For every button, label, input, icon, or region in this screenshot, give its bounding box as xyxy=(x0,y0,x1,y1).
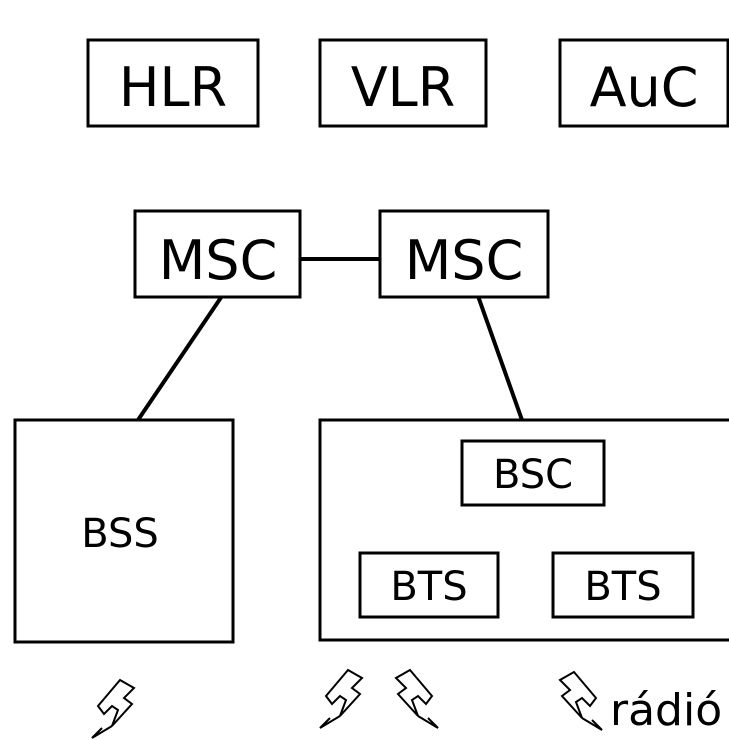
bss-node: BSS xyxy=(13,418,235,644)
msc-bss-link xyxy=(136,294,224,422)
msc-right-label: MSC xyxy=(405,229,524,292)
bts-left-node: BTS xyxy=(358,551,500,619)
msc-left-node: MSC xyxy=(133,209,302,299)
msc-bss-group-link xyxy=(476,295,524,421)
bts-right-node: BTS xyxy=(551,551,695,619)
radio-bolt-icon xyxy=(558,670,603,731)
radio-bolt-icon xyxy=(91,678,136,739)
msc-left-label: MSC xyxy=(159,229,278,292)
bsc-label: BSC xyxy=(493,452,573,498)
vlr-node: VLR xyxy=(318,38,488,128)
auc-node: AuC xyxy=(558,38,729,128)
auc-label: AuC xyxy=(590,56,699,119)
radio-bolt-icon xyxy=(319,668,364,729)
radio-label: rádió xyxy=(610,685,722,736)
msc-right-node: MSC xyxy=(378,209,550,299)
bss-label: BSS xyxy=(81,511,159,557)
hlr-node: HLR xyxy=(86,38,260,128)
bsc-node: BSC xyxy=(460,439,606,507)
hlr-label: HLR xyxy=(119,56,227,119)
bts-left-label: BTS xyxy=(390,564,467,610)
radio-bolt-icon xyxy=(394,668,439,729)
vlr-label: VLR xyxy=(351,56,456,119)
bts-right-label: BTS xyxy=(584,564,661,610)
